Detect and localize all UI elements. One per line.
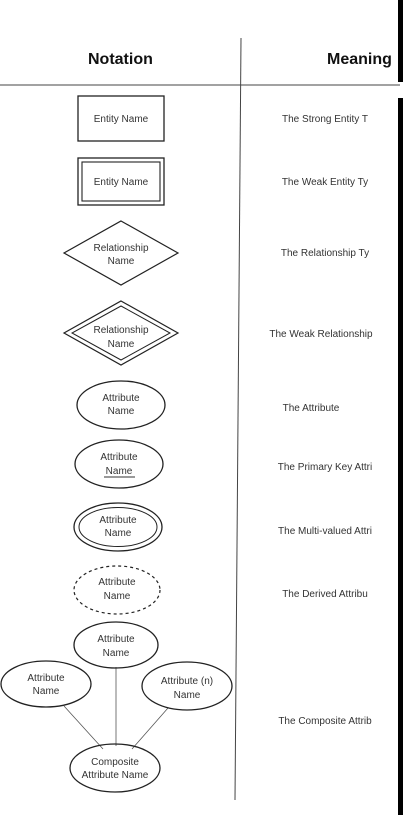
composite-top-label-1: Attribute: [97, 634, 135, 645]
column-divider: [234, 37, 242, 801]
meaning-key-attribute: The Primary Key Attri: [277, 462, 373, 473]
meaning-weak-relationship: The Weak Relationship: [269, 329, 373, 340]
header-meaning: Meaning: [327, 51, 392, 68]
meaning-attribute: The Attribute: [282, 403, 340, 414]
weak-relationship-label-1: Relationship: [93, 325, 148, 336]
strong-entity-symbol: Entity Name: [77, 95, 165, 142]
attribute-label-2: Name: [108, 406, 135, 417]
derived-attribute-symbol: Attribute Name: [73, 565, 161, 615]
key-attribute-label-2: Name: [106, 466, 133, 477]
key-attribute-label-1: Attribute: [100, 452, 138, 463]
composite-link-right: [131, 707, 169, 750]
multivalued-attribute-label-1: Attribute: [99, 515, 137, 526]
strong-entity-label: Entity Name: [94, 114, 149, 125]
weak-relationship-symbol: Relationship Name: [62, 300, 180, 366]
derived-attribute-label-2: Name: [104, 591, 131, 602]
weak-relationship-label-2: Name: [108, 339, 135, 350]
meaning-multivalued-attribute: The Multi-valued Attri: [278, 526, 372, 537]
key-attribute-symbol: Attribute Name: [74, 439, 164, 489]
composite-right-label-1: Attribute (n): [161, 676, 213, 687]
composite-left-label-1: Attribute: [27, 673, 65, 684]
meaning-derived-attribute: The Derived Attribu: [282, 589, 368, 600]
header-notation: Notation: [88, 51, 153, 68]
attribute-symbol: Attribute Name: [76, 380, 166, 430]
composite-top-label-2: Name: [103, 648, 130, 659]
attribute-label-1: Attribute: [102, 393, 140, 404]
relationship-label-2: Name: [108, 256, 135, 267]
composite-root-label-2: Attribute Name: [82, 770, 149, 781]
meaning-strong-entity: The Strong Entity T: [282, 114, 368, 125]
multivalued-attribute-label-2: Name: [105, 528, 132, 539]
edge-bar-top: [398, 0, 403, 82]
meaning-relationship: The Relationship Ty: [280, 248, 370, 259]
edge-bar-bottom: [398, 98, 403, 815]
composite-root-label-1: Composite: [91, 757, 139, 768]
meaning-composite-attribute: The Composite Attrib: [278, 716, 372, 727]
composite-right-label-2: Name: [174, 690, 201, 701]
composite-left-label-2: Name: [33, 686, 60, 697]
derived-attribute-label-1: Attribute: [98, 577, 136, 588]
weak-entity-label: Entity Name: [94, 177, 149, 188]
relationship-symbol: Relationship Name: [62, 220, 180, 286]
composite-attribute-symbol: Attribute Name Attribute Name Attribute …: [0, 621, 233, 793]
relationship-label-1: Relationship: [93, 243, 148, 254]
composite-link-left: [63, 705, 104, 750]
multivalued-attribute-symbol: Attribute Name: [73, 502, 163, 552]
meaning-weak-entity: The Weak Entity Ty: [281, 177, 369, 188]
weak-entity-symbol: Entity Name: [77, 157, 165, 206]
